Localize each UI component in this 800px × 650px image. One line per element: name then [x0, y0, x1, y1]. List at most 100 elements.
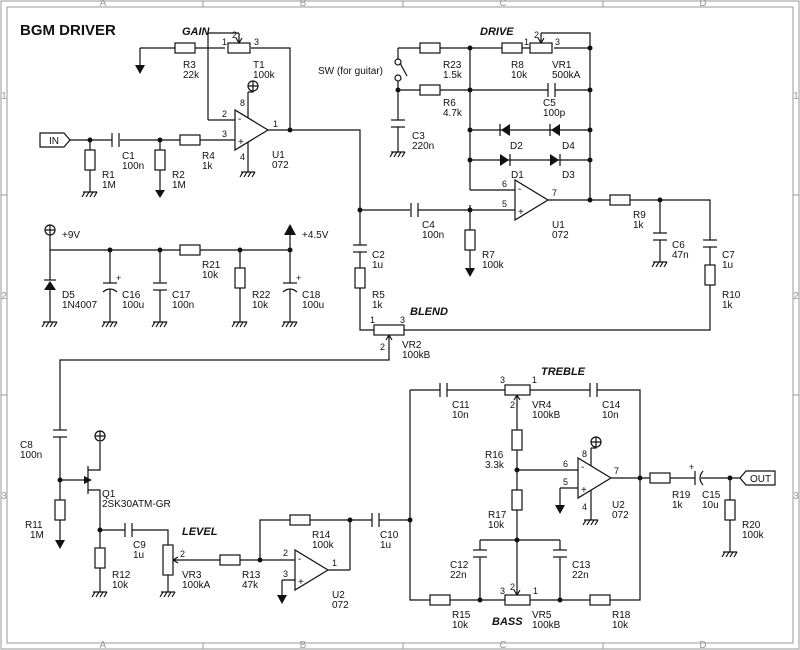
- svg-text:+: +: [296, 273, 301, 283]
- capacitor-c5: [547, 83, 556, 97]
- wire-vr5-wiper: [513, 580, 521, 597]
- u2a-pin-non: 3: [283, 569, 288, 579]
- switch-sw[interactable]: [394, 48, 408, 82]
- r8-value: 10k: [511, 70, 528, 81]
- c2-ref: C2: [372, 250, 385, 261]
- u2a-plus: +: [298, 577, 304, 588]
- pot-vr4[interactable]: [504, 384, 531, 396]
- input-port-label: IN: [49, 136, 59, 147]
- c5-ref: C5: [543, 98, 556, 109]
- vr3-ref: VR3: [182, 570, 202, 581]
- wire-r22: [231, 250, 248, 328]
- resistor-r9: [609, 194, 631, 206]
- wire-q1-gate: [59, 437, 88, 540]
- zone-col-a-top: A: [100, 0, 107, 9]
- r20-ref: R20: [742, 520, 761, 531]
- r1-ref: R1: [102, 170, 115, 181]
- c1-value: 100n: [122, 161, 144, 172]
- c4-ref: C4: [422, 220, 435, 231]
- t1-pin3: 3: [254, 37, 259, 47]
- vr2-ref: VR2: [402, 340, 422, 351]
- diode-d4: [549, 124, 560, 136]
- u1b-value: 072: [552, 230, 569, 241]
- section-label-gain: GAIN: [182, 26, 211, 38]
- r4-ref: R4: [202, 151, 215, 162]
- d5-value: 1N4007: [62, 300, 97, 311]
- diode-d2: [499, 124, 510, 136]
- u2b-ref: U2: [612, 500, 625, 511]
- r16-value: 3.3k: [485, 460, 505, 471]
- junction: [587, 45, 593, 51]
- diode-d5: [44, 279, 56, 290]
- u2b-pin-non: 5: [563, 477, 568, 487]
- u1a-pin-inv: 2: [222, 109, 227, 119]
- u2b-plus: +: [581, 485, 587, 496]
- u2b-pin-inv: 6: [563, 459, 568, 469]
- resistor-r4: [179, 134, 201, 146]
- capacitor-c17: [153, 282, 167, 291]
- u2b-pin-vp: 8: [582, 449, 587, 459]
- c17-ref: C17: [172, 290, 191, 301]
- pot-vr2[interactable]: [373, 324, 405, 336]
- u1b-ref: U1: [552, 220, 565, 231]
- section-label-blend: BLEND: [410, 306, 448, 318]
- junction: [477, 597, 483, 603]
- sheet-inner-border: [6, 6, 794, 644]
- vr1-pin1: 1: [524, 37, 529, 47]
- c16-value: 100u: [122, 300, 144, 311]
- r22-ref: R22: [252, 290, 271, 301]
- t1-pin1: 1: [222, 37, 227, 47]
- junction: [395, 87, 401, 93]
- wire-c18: [281, 250, 298, 328]
- resistor-r3: [174, 42, 196, 54]
- r10-ref: R10: [722, 290, 741, 301]
- r9-ref: R9: [633, 210, 646, 221]
- c18-ref: C18: [302, 290, 321, 301]
- c3-value: 220n: [412, 141, 434, 152]
- power-9v-label: +9V: [62, 230, 80, 241]
- resistor-r20: [724, 499, 736, 521]
- ground-arrow-icon: [277, 595, 287, 604]
- power-45v-label: +4.5V: [302, 230, 329, 241]
- diode-d3: [550, 154, 561, 166]
- resistor-r10: [704, 264, 716, 286]
- capacitor-c11: [439, 383, 448, 397]
- r22-value: 10k: [252, 300, 269, 311]
- page-title: BGM DRIVER: [20, 22, 116, 39]
- r2-ref: R2: [172, 170, 185, 181]
- svg-text:+: +: [116, 273, 121, 283]
- power-port-icon: [44, 224, 56, 236]
- c15-ref: C15: [702, 490, 721, 501]
- diode-d1: [500, 154, 511, 166]
- u1a-pin-vp: 8: [240, 98, 245, 108]
- resistor-r12: [94, 547, 106, 569]
- r16-ref: R16: [485, 450, 504, 461]
- pot-vr5[interactable]: [504, 594, 531, 606]
- section-label-level: LEVEL: [182, 526, 218, 538]
- u2a-minus: -: [298, 554, 301, 565]
- zone-col-d-top: D: [699, 0, 706, 9]
- c9-ref: C9: [133, 540, 146, 551]
- c12-ref: C12: [450, 560, 469, 571]
- c3-ref: C3: [412, 131, 425, 142]
- vr4-value: 100kB: [532, 410, 561, 421]
- u2a-pin-inv: 2: [283, 548, 288, 558]
- resistor-r21: [179, 244, 201, 256]
- vr1-value: 500kA: [552, 70, 581, 81]
- resistor-r15: [429, 594, 451, 606]
- vr3-value: 100kA: [182, 580, 211, 591]
- pot-vr3[interactable]: [162, 544, 174, 576]
- r11-ref: R11: [25, 520, 43, 531]
- resistor-r16: [511, 429, 523, 451]
- u1a-pin-non: 3: [222, 129, 227, 139]
- r7-value: 100k: [482, 260, 505, 271]
- vr5-pin2: 2: [510, 582, 515, 592]
- capacitor-c10: [371, 513, 380, 527]
- resistor-r2: [154, 149, 166, 171]
- power-port-icon: [94, 430, 106, 442]
- wire-drive-rails: [469, 48, 591, 200]
- vr3-pin2: 2: [180, 549, 185, 559]
- power-port-icon: [590, 436, 602, 449]
- c18-value: 100u: [302, 300, 324, 311]
